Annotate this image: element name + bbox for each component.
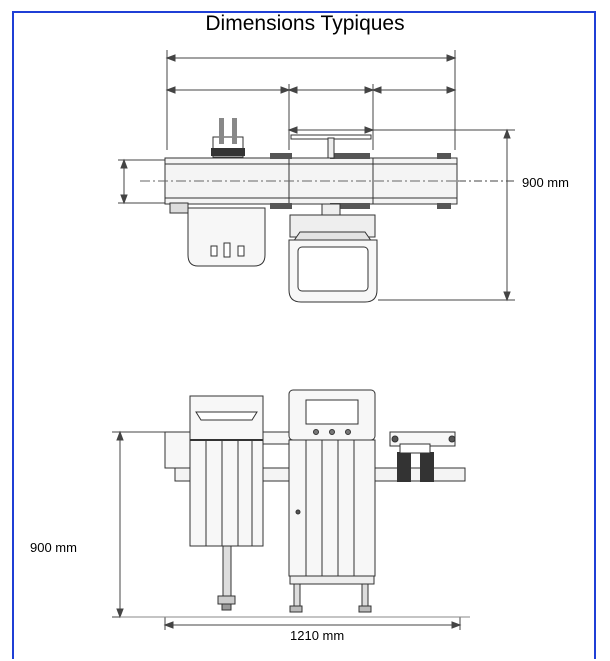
conveyor-depth-dimension <box>118 158 165 205</box>
reject-bin-top <box>187 207 266 267</box>
front-view <box>112 389 470 630</box>
rejector-top <box>211 118 245 158</box>
control-cabinet-front <box>288 389 376 613</box>
overall-depth-dimension <box>378 128 515 302</box>
top-view-width-dimension <box>165 50 515 150</box>
height-label: 900 mm <box>30 540 77 555</box>
conveyor-top <box>140 153 460 214</box>
reject-bin-front <box>189 395 264 611</box>
width-label: 1210 mm <box>290 628 345 643</box>
pusher-front <box>397 443 434 482</box>
width-dimension <box>120 616 470 630</box>
control-unit-top <box>288 214 378 303</box>
top-view <box>118 50 515 303</box>
diagram-title: Dimensions Typiques <box>205 12 405 35</box>
top-view-depth-label: 900 mm <box>522 175 569 190</box>
